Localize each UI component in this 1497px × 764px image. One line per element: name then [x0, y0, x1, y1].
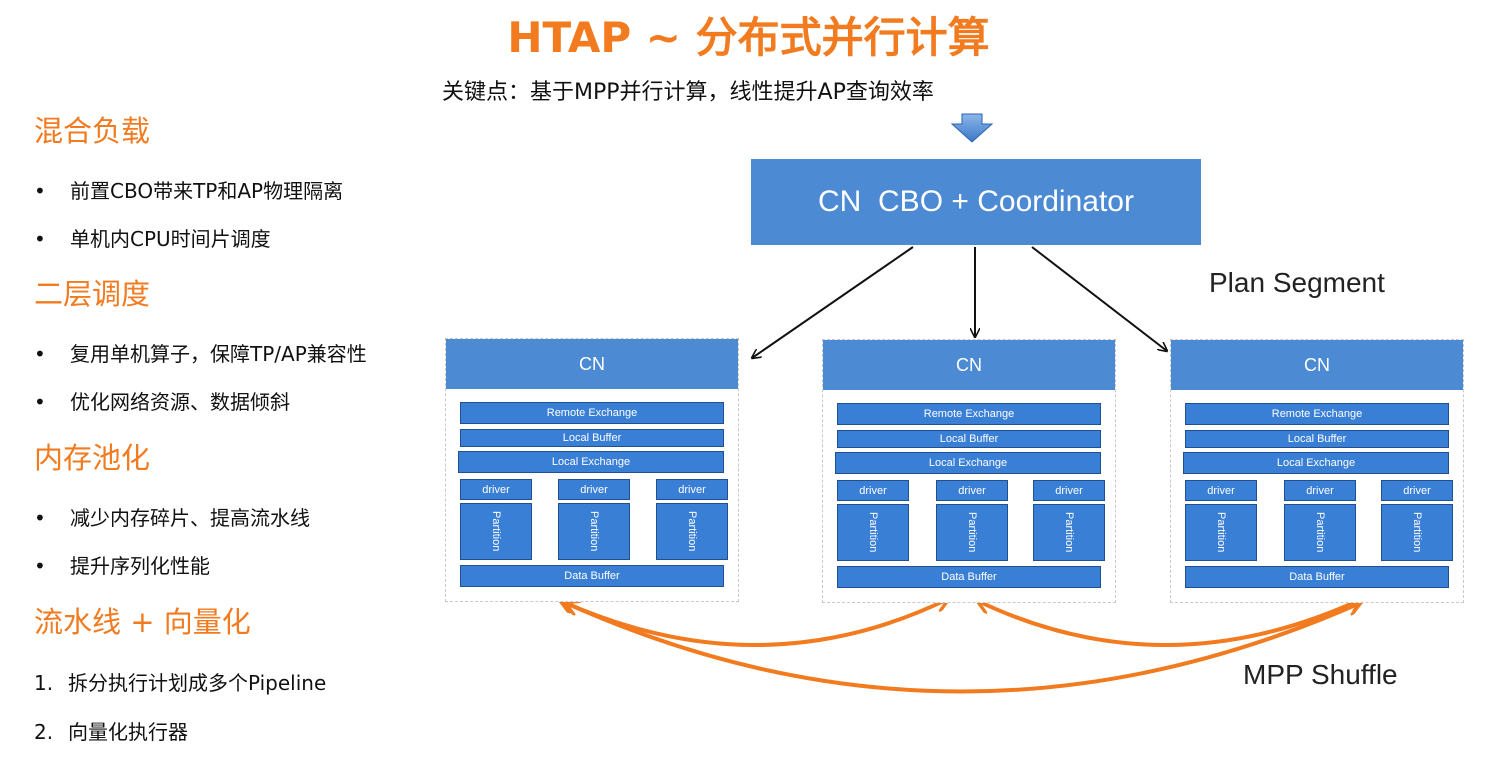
local-exchange-bar: Local Exchange [458, 451, 724, 473]
partition-box: Partition [1033, 504, 1105, 561]
shuffle-arrow-left-right [566, 603, 1360, 694]
cn-node-3: CN Remote Exchange Local Buffer Local Ex… [1170, 339, 1464, 603]
bullet-marker: • [34, 179, 46, 203]
bullet-text: 复用单机算子，保障TP/AP兼容性 [70, 342, 367, 366]
partition-box: Partition [1284, 504, 1356, 561]
driver-box: driver [558, 479, 630, 500]
item-text: 向量化执行器 [68, 720, 188, 744]
section-heading: 二层调度 [34, 277, 151, 311]
partition-label: Partition [686, 511, 698, 552]
partition-label: Partition [1411, 512, 1423, 553]
partition-box: Partition [460, 503, 532, 560]
partition-box: Partition [1185, 504, 1257, 561]
shuffle-arrow-left-center [561, 599, 948, 647]
pipeline-column: driver Partition [558, 479, 630, 560]
bullet-text: 优化网络资源、数据倾斜 [70, 390, 290, 414]
pipeline-column: driver Partition [936, 480, 1008, 561]
partition-box: Partition [837, 504, 909, 561]
subtitle: 关键点：基于MPP并行计算，线性提升AP查询效率 [442, 80, 934, 105]
driver-box: driver [1033, 480, 1105, 501]
local-buffer-bar: Local Buffer [1185, 430, 1449, 448]
data-buffer-bar: Data Buffer [460, 565, 724, 587]
item-text: 拆分执行计划成多个Pipeline [68, 671, 327, 695]
pipeline-column: driver Partition [1381, 480, 1453, 561]
numbered-item: 2. 向量化执行器 [34, 716, 188, 745]
cn-node-1: CN Remote Exchange Local Buffer Local Ex… [445, 338, 739, 602]
local-exchange-bar: Local Exchange [1183, 452, 1449, 474]
section-heading: 混合负载 [34, 114, 151, 148]
numbered-item: 1. 拆分执行计划成多个Pipeline [34, 667, 326, 696]
local-buffer-bar: Local Buffer [837, 430, 1101, 448]
data-buffer-bar: Data Buffer [837, 566, 1101, 588]
bullet-marker: • [34, 554, 46, 578]
data-buffer-bar: Data Buffer [1185, 566, 1449, 588]
driver-box: driver [936, 480, 1008, 501]
bullet-item: • 复用单机算子，保障TP/AP兼容性 [34, 338, 367, 367]
bullet-text: 减少内存碎片、提高流水线 [70, 506, 310, 530]
bullet-item: • 减少内存碎片、提高流水线 [34, 502, 310, 531]
down-arrow-icon [950, 113, 994, 143]
page-title: HTAP ~ 分布式并行计算 [507, 13, 990, 62]
section-heading: 流水线 + 向量化 [34, 605, 251, 639]
bullet-text: 单机内CPU时间片调度 [70, 227, 271, 251]
coordinator-box: CN CBO + Coordinator [751, 159, 1201, 245]
partition-box: Partition [936, 504, 1008, 561]
partition-label: Partition [966, 512, 978, 553]
bullet-marker: • [34, 506, 46, 530]
section-heading: 内存池化 [34, 441, 151, 475]
cn-node-header: CN [446, 339, 738, 389]
partition-box: Partition [1381, 504, 1453, 561]
driver-box: driver [837, 480, 909, 501]
partition-label: Partition [1215, 512, 1227, 553]
bullet-marker: • [34, 342, 46, 366]
partition-box: Partition [656, 503, 728, 560]
pipeline-column: driver Partition [460, 479, 532, 560]
pipeline-column: driver Partition [656, 479, 728, 560]
plan-segment-label: Plan Segment [1209, 267, 1385, 298]
driver-box: driver [656, 479, 728, 500]
partition-label: Partition [1314, 512, 1326, 553]
partition-label: Partition [867, 512, 879, 553]
shuffle-arrow-center-right [978, 599, 1362, 647]
item-number: 1. [34, 671, 54, 695]
pipeline-column: driver Partition [837, 480, 909, 561]
driver-box: driver [1185, 480, 1257, 501]
bullet-marker: • [34, 227, 46, 251]
mpp-shuffle-label: MPP Shuffle [1243, 659, 1398, 690]
bullet-marker: • [34, 390, 46, 414]
pipeline-column: driver Partition [1033, 480, 1105, 561]
partition-label: Partition [588, 511, 600, 552]
bullet-item: • 单机内CPU时间片调度 [34, 223, 271, 252]
cn-node-2: CN Remote Exchange Local Buffer Local Ex… [822, 339, 1116, 603]
driver-box: driver [1381, 480, 1453, 501]
partition-label: Partition [490, 511, 502, 552]
local-exchange-bar: Local Exchange [835, 452, 1101, 474]
driver-box: driver [1284, 480, 1356, 501]
partition-box: Partition [558, 503, 630, 560]
remote-exchange-bar: Remote Exchange [460, 402, 724, 424]
cn-node-header: CN [1171, 340, 1463, 390]
local-buffer-bar: Local Buffer [460, 429, 724, 447]
cn-node-header: CN [823, 340, 1115, 390]
plan-arrow-right [1031, 246, 1167, 351]
item-number: 2. [34, 720, 54, 744]
driver-box: driver [460, 479, 532, 500]
bullet-item: • 提升序列化性能 [34, 550, 210, 579]
pipeline-column: driver Partition [1185, 480, 1257, 561]
pipeline-column: driver Partition [1284, 480, 1356, 561]
bullet-item: • 优化网络资源、数据倾斜 [34, 386, 290, 415]
plan-arrow-left [752, 246, 914, 358]
remote-exchange-bar: Remote Exchange [837, 403, 1101, 425]
remote-exchange-bar: Remote Exchange [1185, 403, 1449, 425]
bullet-item: • 前置CBO带来TP和AP物理隔离 [34, 175, 343, 204]
bullet-text: 提升序列化性能 [70, 554, 210, 578]
partition-label: Partition [1063, 512, 1075, 553]
bullet-text: 前置CBO带来TP和AP物理隔离 [70, 179, 344, 203]
